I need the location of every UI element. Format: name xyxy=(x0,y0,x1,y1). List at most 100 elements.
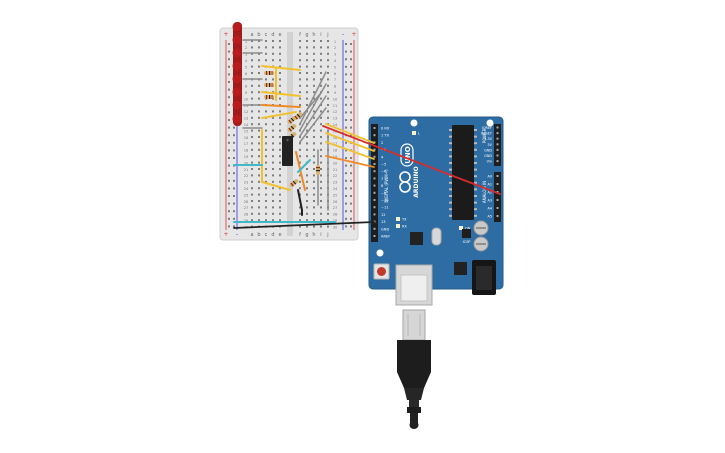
header-pin[interactable] xyxy=(496,137,499,140)
header-pin[interactable] xyxy=(373,199,376,201)
resistor[interactable] xyxy=(264,71,274,75)
wire-orange[interactable] xyxy=(295,151,306,191)
ic-chip[interactable] xyxy=(282,136,293,166)
breadboard-hole xyxy=(299,91,301,94)
resistor[interactable] xyxy=(287,123,297,132)
wire-gray[interactable] xyxy=(299,93,321,119)
breadboard-hole xyxy=(251,123,253,126)
header-pin[interactable] xyxy=(373,227,376,230)
wire-black[interactable] xyxy=(297,189,303,216)
led-5[interactable] xyxy=(232,74,242,84)
wire-yellow[interactable] xyxy=(261,91,301,97)
header-pin[interactable] xyxy=(496,175,499,177)
reset-button-cap[interactable] xyxy=(377,267,386,276)
breadboard-hole xyxy=(272,206,274,209)
wire-yellow[interactable] xyxy=(261,65,301,71)
header-pin[interactable] xyxy=(373,235,376,237)
header-pin[interactable] xyxy=(496,199,499,201)
wire-yellow-to-pin[interactable] xyxy=(325,132,375,152)
header-pin[interactable] xyxy=(373,155,376,158)
wire-black-to-gnd[interactable] xyxy=(233,221,375,229)
led-6[interactable] xyxy=(232,87,242,97)
header-pin[interactable] xyxy=(373,184,376,187)
mcu-pin xyxy=(474,155,477,158)
wire-cyan[interactable] xyxy=(297,159,311,173)
breadboard-hole xyxy=(272,174,274,177)
header-pin[interactable] xyxy=(373,127,376,129)
header-pin[interactable] xyxy=(496,148,499,151)
led-1[interactable] xyxy=(232,22,242,32)
breadboard-hole xyxy=(272,155,274,158)
breadboard-hole xyxy=(306,97,308,100)
resistor[interactable] xyxy=(289,178,299,187)
wire-yellow[interactable] xyxy=(261,111,297,119)
wire-orange-to-pin[interactable] xyxy=(325,155,375,168)
breadboard-hole xyxy=(251,168,253,170)
header-pin[interactable] xyxy=(496,126,499,129)
led-4[interactable] xyxy=(232,61,242,71)
header-pin[interactable] xyxy=(373,163,376,165)
wire-yellow-to-pin[interactable] xyxy=(325,123,375,144)
column-label: c xyxy=(265,232,268,238)
header-pin[interactable] xyxy=(373,148,376,151)
wire-yellow[interactable] xyxy=(261,129,291,191)
row-number: 18 xyxy=(244,149,249,153)
wire-orange[interactable] xyxy=(261,104,301,108)
header-pin[interactable] xyxy=(496,183,499,185)
resistor[interactable] xyxy=(316,165,320,175)
header-pin[interactable] xyxy=(373,191,376,194)
header-pin[interactable] xyxy=(496,132,499,135)
breadboard-hole xyxy=(265,219,267,222)
resistor[interactable] xyxy=(293,111,303,120)
mcu-pin xyxy=(449,162,452,164)
breadboard-hole xyxy=(251,110,253,113)
header-pin[interactable] xyxy=(496,215,499,217)
arduino-connection-wires[interactable] xyxy=(233,123,501,229)
rail-hole xyxy=(233,195,235,197)
breadboard-hole xyxy=(306,40,308,42)
resistors[interactable] xyxy=(264,71,320,188)
reset-button[interactable] xyxy=(373,263,390,280)
header-pin[interactable] xyxy=(373,170,376,173)
breadboard-hole xyxy=(306,219,308,222)
breadboard-hole xyxy=(258,142,260,145)
header-pin[interactable] xyxy=(496,191,499,193)
wire-gray[interactable] xyxy=(299,83,327,131)
header-pin[interactable] xyxy=(373,177,376,180)
usb-cable-ring xyxy=(407,407,421,413)
digital-pin-label: 12 xyxy=(381,213,386,217)
mcu-pin xyxy=(474,142,477,145)
header-pin[interactable] xyxy=(496,154,499,157)
rail-hole xyxy=(233,210,235,213)
led-7[interactable] xyxy=(232,100,242,110)
breadboard-hole xyxy=(279,91,281,94)
led-column[interactable] xyxy=(232,22,243,126)
led-3[interactable] xyxy=(232,48,242,58)
breadboard-wires[interactable] xyxy=(233,39,336,223)
header-pin[interactable] xyxy=(496,160,499,163)
breadboard-hole xyxy=(313,161,315,164)
resistor[interactable] xyxy=(264,83,274,87)
breadboard-hole xyxy=(313,129,315,132)
header-pin[interactable] xyxy=(373,206,376,209)
digital-header[interactable] xyxy=(371,124,378,242)
usb-cable[interactable] xyxy=(397,309,431,429)
icsp-header[interactable]: ICSP xyxy=(462,229,471,244)
header-pin[interactable] xyxy=(496,143,499,146)
wire-gray[interactable] xyxy=(299,95,327,137)
header-pin[interactable] xyxy=(373,134,376,137)
wire-yellow-to-pin[interactable] xyxy=(325,141,375,160)
wire-gray[interactable] xyxy=(299,107,327,143)
header-pin[interactable] xyxy=(496,207,499,209)
breadboard-hole xyxy=(313,72,315,74)
breadboard-hole xyxy=(313,52,315,55)
resistor[interactable] xyxy=(264,95,274,99)
wire-red-to-5v[interactable] xyxy=(322,125,501,195)
breadboard-hole xyxy=(251,46,253,49)
wire-gray[interactable] xyxy=(299,71,327,125)
led-2[interactable] xyxy=(232,35,242,45)
led-8[interactable] xyxy=(232,114,242,124)
header-pin[interactable] xyxy=(373,213,376,216)
analog-header[interactable] xyxy=(494,172,501,222)
